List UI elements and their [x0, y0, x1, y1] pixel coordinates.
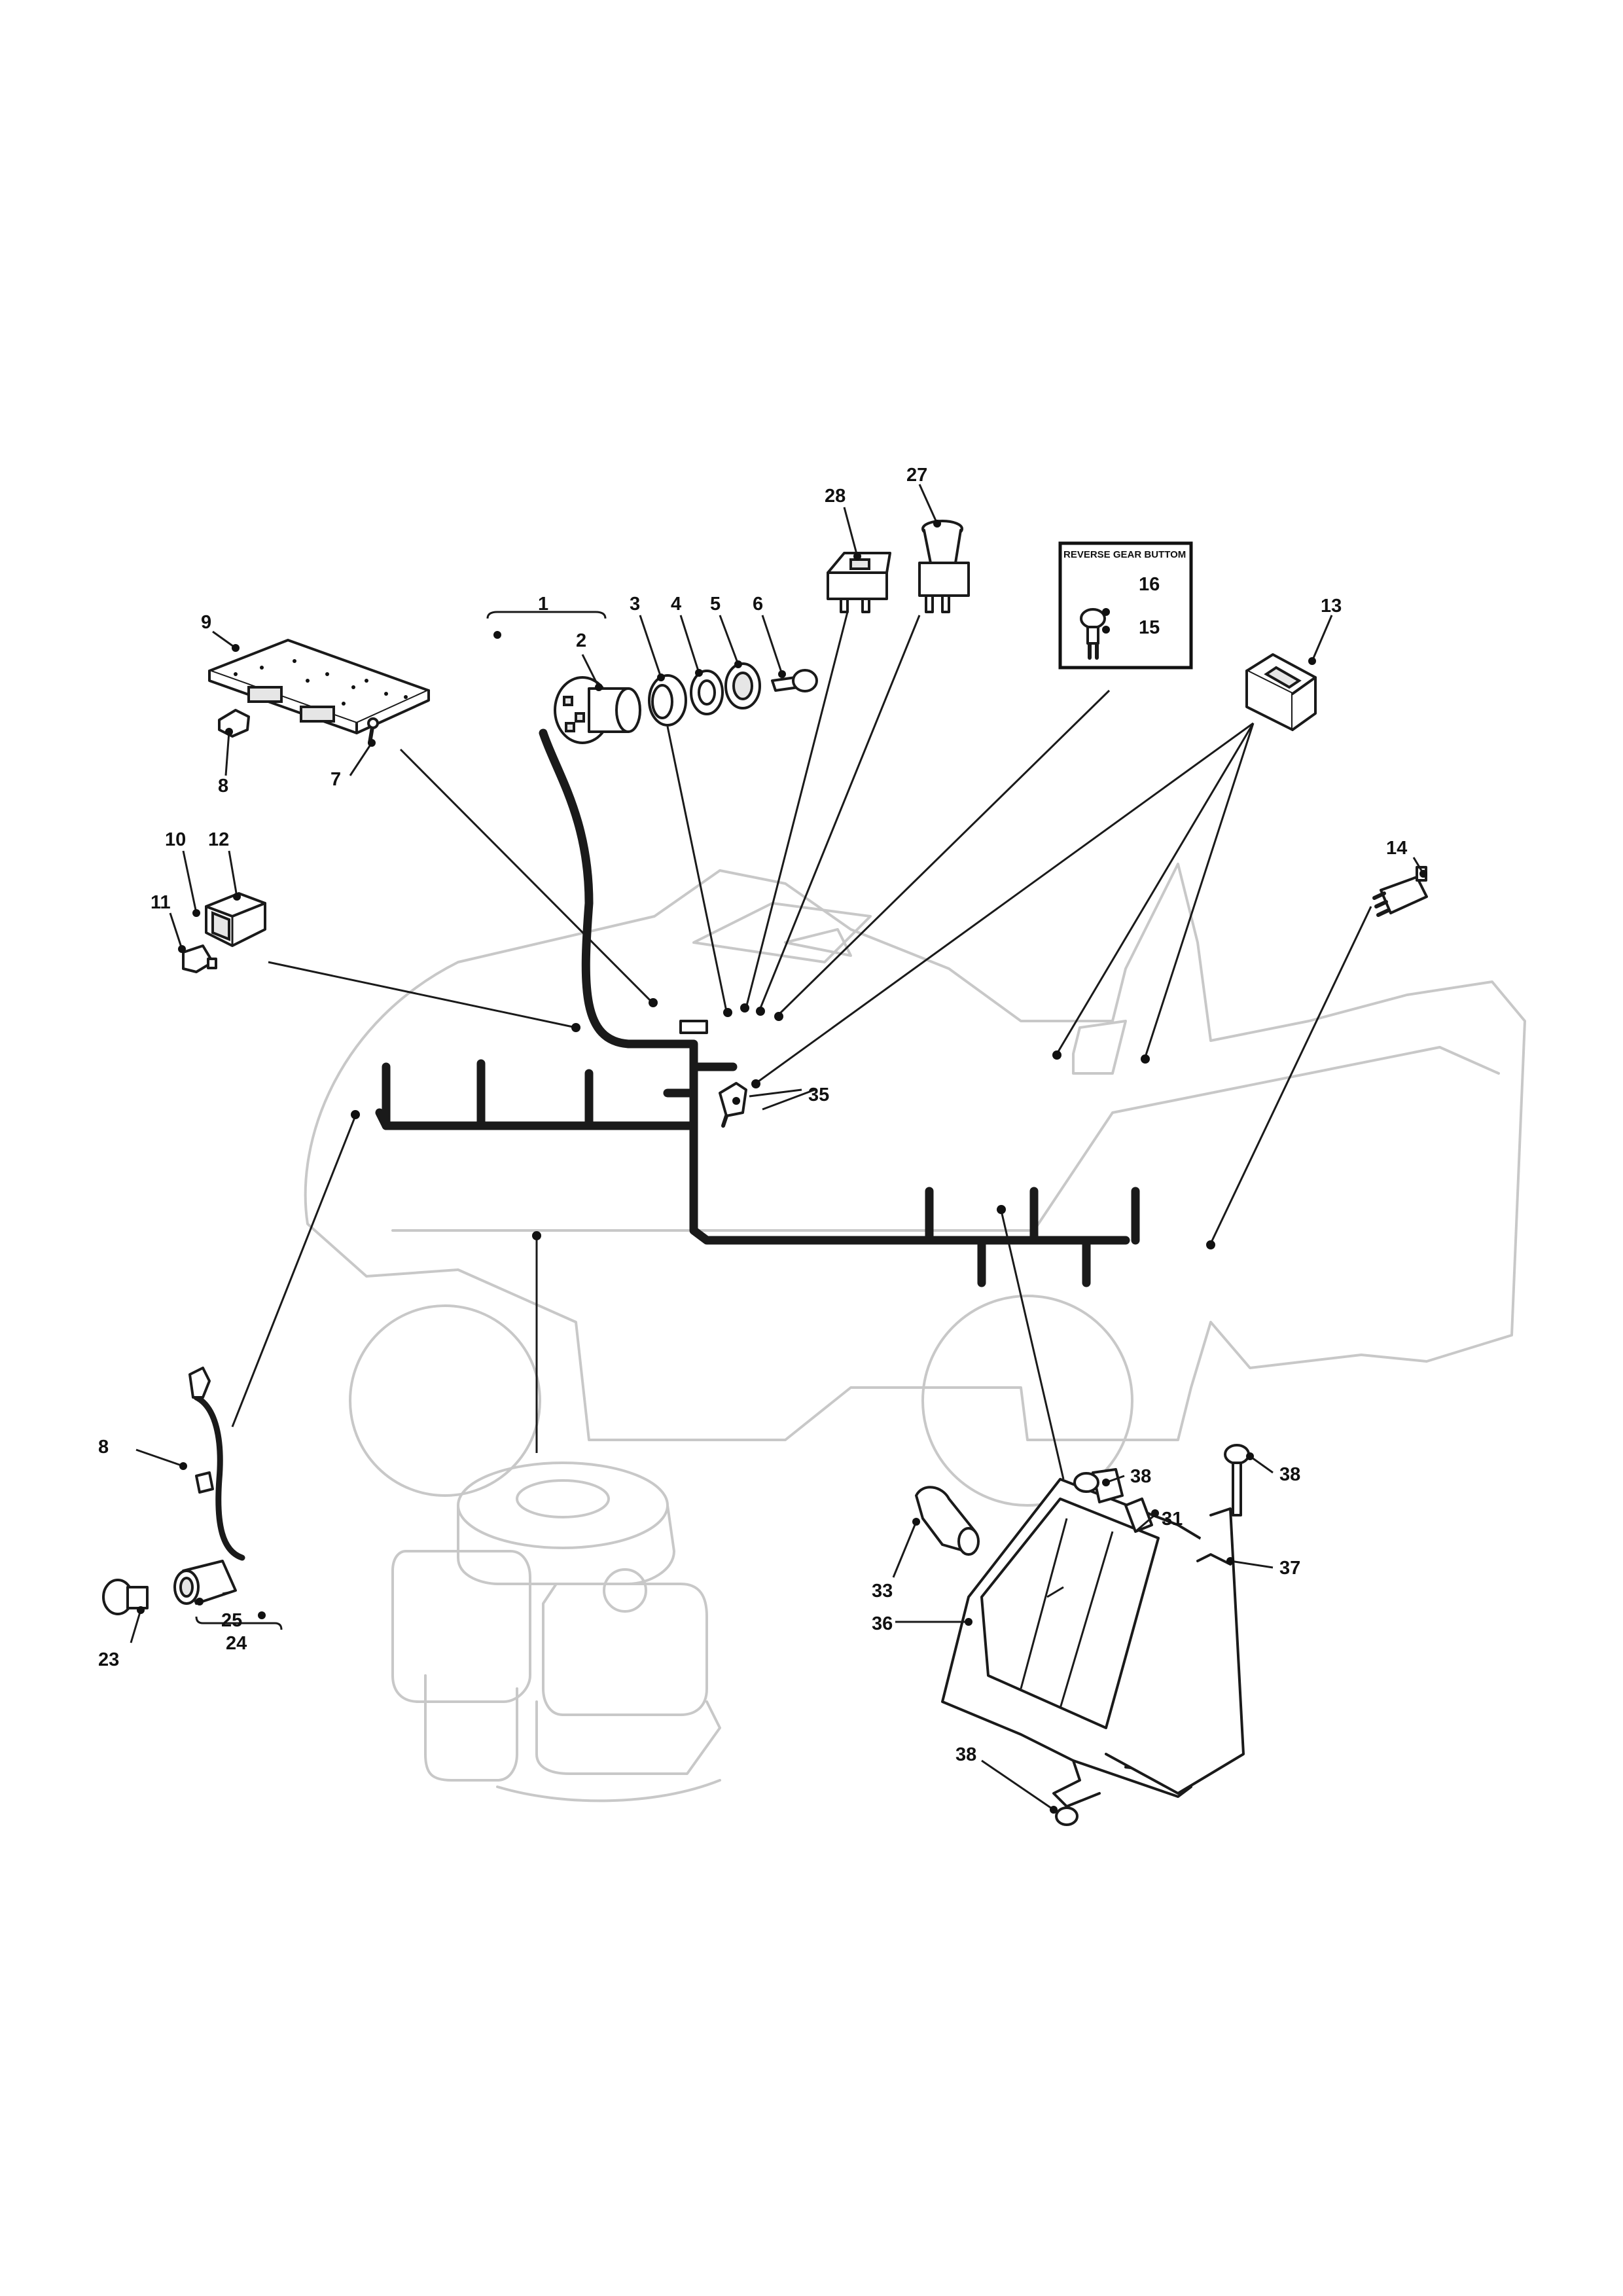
callout-9: 9 — [201, 612, 211, 633]
ignition-switch — [554, 676, 641, 744]
callout-31: 31 — [1162, 1509, 1183, 1530]
battery-bolt-right — [1224, 1444, 1250, 1516]
callout-23: 23 — [98, 1649, 119, 1670]
bulb — [102, 1579, 149, 1615]
ignition-key — [771, 669, 818, 692]
callout-38-top: 38 — [1130, 1466, 1151, 1487]
harness-connector — [679, 1020, 708, 1034]
bracket-1 — [486, 611, 607, 619]
callout-14: 14 — [1386, 838, 1407, 859]
side-switch — [1245, 653, 1317, 731]
callout-25: 25 — [221, 1610, 242, 1631]
callout-12: 12 — [208, 829, 229, 850]
callout-3: 3 — [630, 594, 640, 615]
callout-6: 6 — [753, 594, 763, 615]
callout-37: 37 — [1279, 1558, 1300, 1579]
callout-5: 5 — [710, 594, 721, 615]
callout-38-bottom: 38 — [955, 1744, 976, 1765]
inset-title: REVERSE GEAR BUTTOM — [1063, 549, 1186, 560]
bracket-24 — [195, 1616, 283, 1630]
callout-33: 33 — [872, 1581, 893, 1602]
switch-nut — [648, 674, 687, 726]
callout-35: 35 — [808, 1085, 829, 1105]
rocker-switch — [827, 552, 891, 613]
micro-switch — [1372, 866, 1428, 917]
callout-16: 16 — [1139, 574, 1160, 595]
battery-strap — [1105, 1507, 1245, 1795]
callout-7: 7 — [330, 769, 341, 790]
callout-1: 1 — [538, 594, 548, 615]
callout-27: 27 — [906, 465, 927, 486]
battery-bracket-foot — [1052, 1759, 1101, 1808]
harness-clip — [719, 1082, 747, 1128]
light-cable — [188, 1367, 245, 1561]
tractor-silhouette — [304, 863, 1526, 1507]
part-leaders — [130, 484, 1425, 1811]
callout-4: 4 — [671, 594, 681, 615]
callout-28: 28 — [825, 486, 846, 507]
pto-switch — [918, 520, 970, 613]
callout-8-top: 8 — [218, 776, 228, 797]
callout-dots — [137, 520, 1427, 1814]
fuse-holder — [182, 944, 217, 973]
switch-washer — [690, 670, 724, 715]
callout-15: 15 — [1139, 617, 1160, 638]
callout-2: 2 — [576, 630, 586, 651]
wiring-harness — [375, 728, 1140, 1287]
callout-10: 10 — [165, 829, 186, 850]
leader-lines — [231, 611, 1372, 1480]
reference-dots — [351, 998, 1215, 1249]
battery-nut-top — [1073, 1472, 1099, 1493]
relay — [205, 892, 266, 947]
reverse-gear-inset: REVERSE GEAR BUTTOM — [1058, 541, 1193, 670]
battery-nut-bottom — [1055, 1806, 1079, 1826]
callout-labels: 1 2 3 4 5 6 7 8 9 10 11 12 13 14 15 16 2… — [98, 465, 1407, 1765]
callout-11: 11 — [151, 892, 171, 913]
callout-36: 36 — [872, 1613, 893, 1634]
bulb-socket — [173, 1560, 237, 1605]
callout-24: 24 — [226, 1633, 247, 1654]
terminal-cap — [915, 1486, 980, 1556]
board-clip — [218, 709, 250, 738]
callout-38-right: 38 — [1279, 1464, 1300, 1485]
callout-13: 13 — [1321, 596, 1342, 617]
callout-8-bottom: 8 — [98, 1437, 109, 1458]
switch-bezel — [724, 662, 761, 709]
engine-silhouette — [391, 1462, 721, 1803]
